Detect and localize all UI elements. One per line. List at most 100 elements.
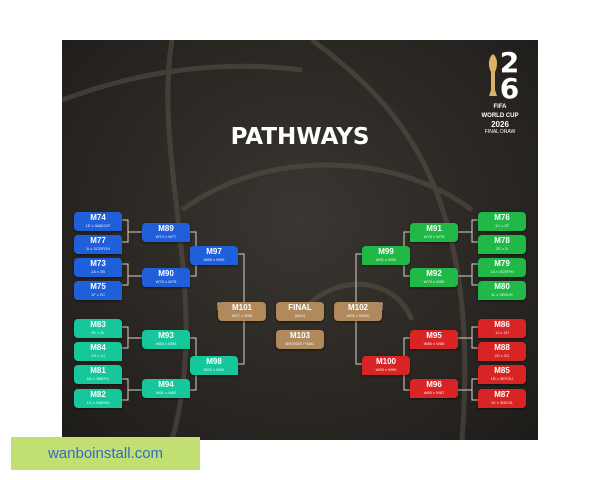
match-fixture: 1E v 3ABCDF [85,223,111,228]
match-box-r16[interactable]: M93 W83 v W84 [142,330,190,349]
match-code: M73 [90,259,106,268]
match-code: M81 [90,366,106,375]
match-code: M78 [494,236,510,245]
match-code: M89 [158,224,174,233]
match-box-r32[interactable]: M73 2A v 2B [74,258,122,277]
match-box-r16[interactable]: M96 W85 v W87 [410,379,458,398]
match-code: M79 [494,259,510,268]
match-box-r16[interactable]: M91 W76 v W78 [410,223,458,242]
match-fixture: 1J v 2H [495,330,509,335]
match-fixture: W83 v W84 [155,341,177,346]
match-code: M74 [90,213,106,222]
match-code: M100 [375,357,396,366]
match-fixture: BRONZE FINAL [285,341,315,346]
match-fixture: 2K v 2L [91,330,105,335]
match-box-r16[interactable]: M92 W79 v W80 [410,268,458,287]
match-box-r32[interactable]: M82 1G v 3AEHIJ [74,389,122,408]
match-box-r32[interactable]: M79 1A v 3CEFHI [478,258,526,277]
match-box-r32[interactable]: M75 1F v 2C [74,281,122,300]
match-code: M103 [289,331,310,340]
match-fixture: 1G v 3AEHIJ [86,400,110,405]
match-fixture: W95 v W96 [375,367,397,372]
match-code: M101 [231,303,252,312]
match-box-sf-left[interactable]: M101 W97 v W98 [218,302,266,321]
match-fixture: W86 v W88 [423,341,445,346]
match-fixture: M104 [294,313,305,318]
page-title: PATHWAYS [230,124,370,150]
match-code: M76 [494,213,510,222]
logo-fifa: FIFA [493,104,507,110]
logo-numeral-bottom: 6 [499,72,519,105]
match-fixture: 1F v 2C [90,292,105,297]
match-code: M99 [378,247,394,256]
match-fixture: 1H v 2J [91,353,105,358]
bracket-connector-lines [122,219,478,401]
match-box-r32[interactable]: M87 1K v 3DEIJL [478,389,526,408]
match-box-r32[interactable]: M85 1B v 3EFGIJ [478,365,526,384]
watermark-label: wanboinstall.com [11,437,200,470]
match-fixture: 1A v 3CEFHI [490,269,514,274]
match-code: M102 [347,303,368,312]
match-box-r32[interactable]: M83 2K v 2L [74,319,122,338]
match-box-r16[interactable]: M89 W74 v W77 [142,223,190,242]
match-code: M85 [494,366,510,375]
match-fixture: W79 v W80 [423,279,445,284]
match-fixture: 1K v 3DEIJL [490,400,514,405]
match-fixture: 1I v 3CDFGH [85,246,110,251]
match-box-r16[interactable]: M95 W86 v W88 [410,330,458,349]
match-fixture: 2A v 2B [91,269,105,274]
logo-world-cup: WORLD CUP [481,113,519,119]
match-code: M80 [494,282,510,291]
match-code: M77 [90,236,106,245]
match-fixture: 1B v 3EFGIJ [490,376,514,381]
match-code: M91 [426,224,442,233]
match-box-qf[interactable]: M100 W95 v W96 [362,356,410,375]
match-box-r32[interactable]: M80 1L v 3EHIJK [478,281,526,300]
match-code: M87 [494,390,510,399]
logo-year: 2026 [491,120,509,129]
match-box-r16[interactable]: M90 W73 v W75 [142,268,190,287]
match-box-qf[interactable]: M99 W91 v W92 [362,246,410,265]
match-box-qf[interactable]: M98 W93 v W94 [190,356,238,375]
match-code: M83 [90,320,106,329]
match-fixture: 1D v 3BEFIJ [86,376,110,381]
match-fixture: W93 v W94 [203,367,225,372]
match-box-final[interactable]: FINAL M104 [276,302,324,321]
match-fixture: W81 v W82 [155,390,177,395]
match-fixture: 1C v 2F [494,223,509,228]
match-fixture: W97 v W98 [231,313,253,318]
match-code: M82 [90,390,106,399]
match-fixture: W85 v W87 [423,390,445,395]
logo-numeral-top: 2 [499,46,519,79]
match-code: M98 [206,357,222,366]
match-fixture: W89 v W90 [203,257,225,262]
world-cup-logo: 2 6 FIFA WORLD CUP 2026 FINAL DRAW [474,46,526,136]
match-box-r16[interactable]: M94 W81 v W82 [142,379,190,398]
match-fixture: 1L v 3EHIJK [490,292,514,297]
match-box-r32[interactable]: M76 1C v 2F [478,212,526,231]
match-box-r32[interactable]: M84 1H v 2J [74,342,122,361]
match-box-sf-right[interactable]: M102 W99 v W100 [334,302,382,321]
match-fixture: W91 v W92 [375,257,397,262]
match-box-r32[interactable]: M77 1I v 3CDFGH [74,235,122,254]
match-box-r32[interactable]: M74 1E v 3ABCDF [74,212,122,231]
match-code: M90 [158,269,174,278]
match-box-r32[interactable]: M81 1D v 3BEFIJ [74,365,122,384]
match-box-third-place[interactable]: M103 BRONZE FINAL [276,330,324,349]
match-code: M97 [206,247,222,256]
match-code: FINAL [288,303,312,312]
match-fixture: W99 v W100 [346,313,370,318]
match-fixture: W74 v W77 [155,234,177,239]
match-code: M88 [494,343,510,352]
match-fixture: W76 v W78 [423,234,445,239]
match-box-r32[interactable]: M88 2D v 2G [478,342,526,361]
match-box-r32[interactable]: M86 1J v 2H [478,319,526,338]
match-box-qf[interactable]: M97 W89 v W90 [190,246,238,265]
match-box-r32[interactable]: M78 2E v 2I [478,235,526,254]
match-fixture: 2D v 2G [494,353,510,358]
match-code: M92 [426,269,442,278]
match-code: M96 [426,380,442,389]
match-fixture: 2E v 2I [495,246,509,251]
logo-final-draw: FINAL DRAW [484,129,516,135]
bracket-poster: 2 6 FIFA WORLD CUP 2026 FINAL DRAW PATHW… [62,40,538,440]
